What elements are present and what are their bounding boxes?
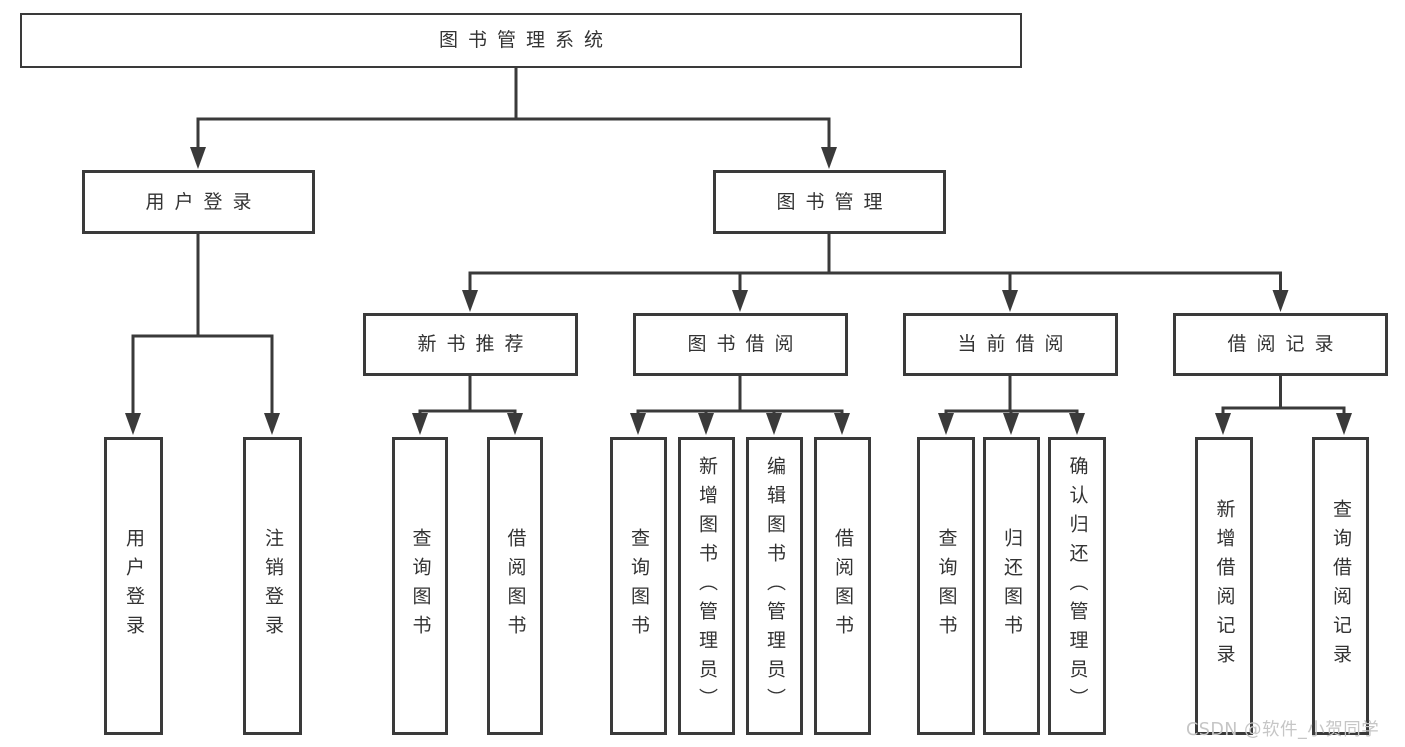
node-label: 用户登录 (123, 528, 145, 644)
node-new-book-recommend: 新书推荐 (363, 313, 578, 376)
node-library-system: 图书管理系统 (20, 13, 1022, 68)
leaf-logout-login: 注销登录 (243, 437, 302, 735)
leaf-query-books-current: 查询图书 (917, 437, 975, 735)
node-label: 用户登录 (145, 190, 262, 213)
node-label: 图书借阅 (687, 333, 804, 356)
node-label: 新书推荐 (417, 333, 534, 356)
node-current-borrowing: 当前借阅 (903, 313, 1118, 376)
node-label: 当前借阅 (957, 333, 1074, 356)
node-label: 查询借阅记录 (1330, 499, 1352, 673)
leaf-return-books: 归还图书 (983, 437, 1040, 735)
leaf-add-books-admin: 新增图书（管理员） (678, 437, 735, 735)
node-label: 图书管理系统 (438, 29, 613, 52)
node-user-login: 用户登录 (82, 170, 315, 234)
leaf-user-login: 用户登录 (104, 437, 163, 735)
node-label: 归还图书 (1001, 528, 1023, 644)
node-label: 新增图书（管理员） (696, 455, 718, 717)
node-label: 借阅记录 (1227, 333, 1344, 356)
node-label: 确认归还（管理员） (1066, 455, 1089, 717)
leaf-borrow-books-borrowing: 借阅图书 (814, 437, 871, 735)
leaf-confirm-return-admin: 确认归还（管理员） (1048, 437, 1106, 735)
node-book-borrowing: 图书借阅 (633, 313, 848, 376)
leaf-edit-books-admin: 编辑图书（管理员） (746, 437, 803, 735)
leaf-query-borrow-record: 查询借阅记录 (1312, 437, 1369, 735)
node-book-management: 图书管理 (713, 170, 946, 234)
node-label: 注销登录 (262, 528, 284, 644)
node-label: 编辑图书（管理员） (764, 455, 786, 717)
node-label: 查询图书 (935, 528, 958, 644)
leaf-query-books-recommend: 查询图书 (392, 437, 448, 735)
node-label: 查询图书 (409, 528, 432, 644)
node-label: 借阅图书 (504, 528, 527, 644)
node-label: 图书管理 (776, 190, 893, 213)
leaf-add-borrow-record: 新增借阅记录 (1195, 437, 1253, 735)
node-label: 查询图书 (628, 528, 650, 644)
leaf-query-books-borrowing: 查询图书 (610, 437, 667, 735)
csdn-watermark: CSDN @软件_小贺同学 (1186, 720, 1380, 740)
node-label: 借阅图书 (832, 528, 854, 644)
node-borrowing-records: 借阅记录 (1173, 313, 1388, 376)
leaf-borrow-books-recommend: 借阅图书 (487, 437, 543, 735)
node-label: 新增借阅记录 (1213, 499, 1236, 673)
